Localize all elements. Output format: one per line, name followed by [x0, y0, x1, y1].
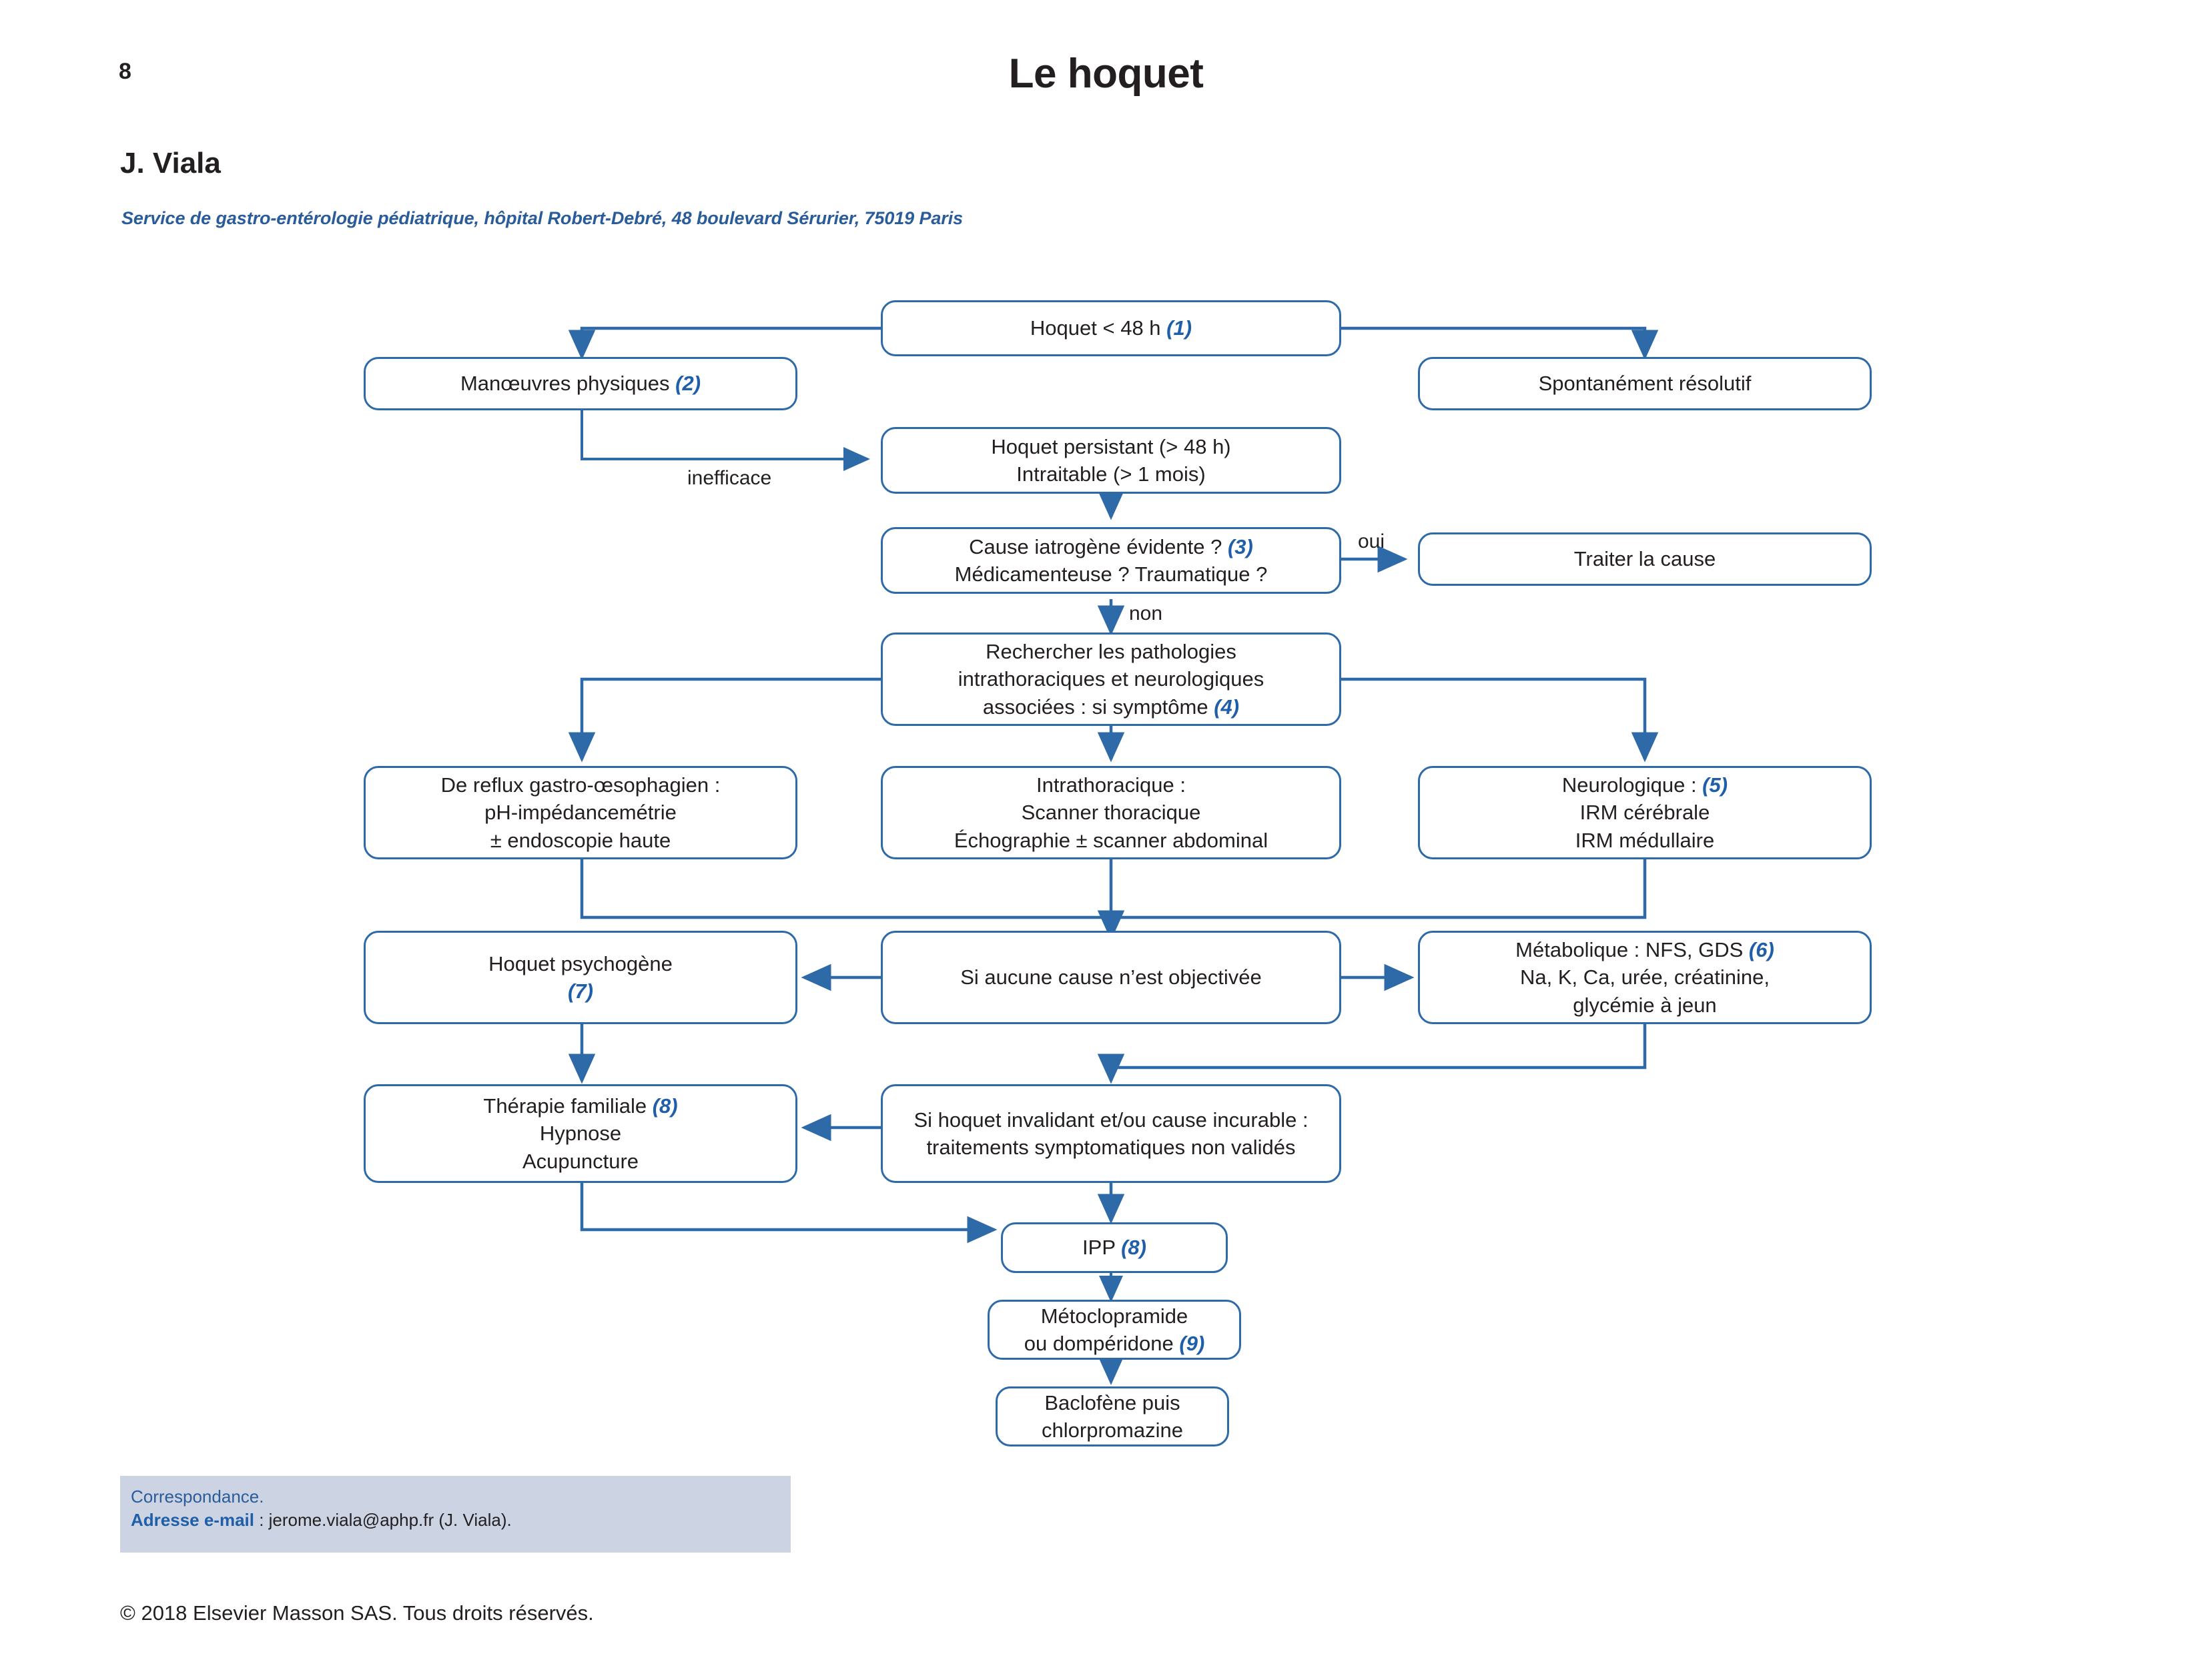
node-psychogene-text: Hoquet psychogène [488, 951, 673, 975]
edge-label-non: non [1129, 602, 1163, 625]
node-rechercher-ref: (4) [1214, 695, 1240, 719]
node-manoeuvres-ref: (2) [675, 372, 701, 396]
node-metabolique-text2: Na, K, Ca, urée, créatinine, glycémie à … [1520, 965, 1770, 1017]
copyright-notice: © 2018 Elsevier Masson SAS. Tous droits … [120, 1601, 594, 1625]
node-manoeuvres-physiques[interactable]: Manœuvres physiques (2) [364, 357, 797, 410]
node-hoquet-48h-text: Hoquet < 48 h [1030, 316, 1167, 340]
email-value[interactable]: jerome.viala@aphp.fr (J. Viala). [268, 1510, 512, 1531]
node-neurologique-text: Neurologique : [1561, 773, 1703, 797]
email-separator: : [254, 1510, 269, 1531]
node-metoclopramide-text: Métoclopramide ou dompéridone [1024, 1304, 1188, 1355]
node-reflux-gastro-oesophagien[interactable]: De reflux gastro-œsophagien : pH-impédan… [364, 766, 797, 859]
node-metoclopramide-ref: (9) [1179, 1332, 1205, 1355]
node-intrathoracique-text: Intrathoracique : Scanner thoracique Éch… [954, 773, 1268, 852]
node-hoquet-48h-ref: (1) [1166, 316, 1192, 340]
edge-label-oui: oui [1358, 530, 1385, 552]
node-therapie-familiale[interactable]: Thérapie familiale (8) Hypnose Acupunctu… [364, 1084, 797, 1183]
node-rechercher-text: Rechercher les pathologies intrathoraciq… [958, 640, 1264, 719]
node-ipp[interactable]: IPP (8) [1001, 1222, 1228, 1273]
node-metabolique[interactable]: Métabolique : NFS, GDS (6) Na, K, Ca, ur… [1418, 931, 1872, 1024]
node-baclofene[interactable]: Baclofène puis chlorpromazine [996, 1386, 1229, 1446]
node-iatrogene-text: Cause iatrogène évidente ? [969, 534, 1228, 558]
node-metoclopramide[interactable]: Métoclopramide ou dompéridone (9) [988, 1300, 1241, 1360]
node-intrathoracique[interactable]: Intrathoracique : Scanner thoracique Éch… [881, 766, 1341, 859]
node-traiter-la-cause[interactable]: Traiter la cause [1418, 532, 1872, 586]
node-neurologique[interactable]: Neurologique : (5) IRM cérébrale IRM méd… [1418, 766, 1872, 859]
correspondence-email-line: Adresse e-mail : jerome.viala@aphp.fr (J… [131, 1509, 780, 1532]
node-psychogene-ref: (7) [568, 979, 593, 1003]
node-metabolique-text: Métabolique : NFS, GDS [1515, 938, 1749, 962]
node-therapie-ref: (8) [652, 1094, 678, 1118]
node-neurologique-text2: IRM cérébrale IRM médullaire [1575, 801, 1715, 852]
node-baclofene-text: Baclofène puis chlorpromazine [1042, 1390, 1183, 1442]
node-hoquet-persistant[interactable]: Hoquet persistant (> 48 h) Intraitable (… [881, 427, 1341, 494]
page-number: 8 [119, 59, 132, 84]
email-label: Adresse e-mail [131, 1510, 254, 1531]
node-metabolique-ref: (6) [1748, 938, 1774, 962]
node-ipp-ref: (8) [1121, 1236, 1146, 1260]
node-invalidant-text: Si hoquet invalidant et/ou cause incurab… [913, 1108, 1309, 1159]
node-rechercher-pathologies[interactable]: Rechercher les pathologies intrathoraciq… [881, 633, 1341, 726]
node-iatrogene-ref: (3) [1227, 534, 1253, 558]
node-spontanement-resolutif[interactable]: Spontanément résolutif [1418, 357, 1872, 410]
node-neurologique-ref: (5) [1702, 773, 1728, 797]
node-manoeuvres-text: Manœuvres physiques [460, 372, 676, 396]
node-hoquet-invalidant[interactable]: Si hoquet invalidant et/ou cause incurab… [881, 1084, 1341, 1183]
node-therapie-text2: Hypnose Acupuncture [522, 1122, 639, 1173]
correspondence-block: Correspondance. Adresse e-mail : jerome.… [120, 1476, 791, 1553]
node-persistant-text: Hoquet persistant (> 48 h) Intraitable (… [991, 434, 1231, 486]
node-aucune-cause[interactable]: Si aucune cause n’est objectivée [881, 931, 1341, 1024]
node-hoquet-psychogene[interactable]: Hoquet psychogène (7) [364, 931, 797, 1024]
node-therapie-text: Thérapie familiale [483, 1094, 653, 1118]
node-hoquet-48h[interactable]: Hoquet < 48 h (1) [881, 300, 1341, 356]
edge-label-inefficace: inefficace [687, 467, 772, 489]
node-spontane-text: Spontanément résolutif [1538, 372, 1752, 396]
node-traiter-text: Traiter la cause [1573, 547, 1716, 571]
node-reflux-text: De reflux gastro-œsophagien : pH-impédan… [440, 773, 721, 852]
correspondence-title: Correspondance. [131, 1487, 264, 1507]
node-ipp-text: IPP [1082, 1236, 1122, 1260]
author-name: J. Viala [120, 147, 221, 179]
node-cause-iatrogene[interactable]: Cause iatrogène évidente ? (3) Médicamen… [881, 527, 1341, 594]
author-affiliation: Service de gastro-entérologie pédiatriqu… [121, 208, 964, 228]
node-iatrogene-text2: Médicamenteuse ? Traumatique ? [954, 562, 1268, 586]
page-title: Le hoquet [1008, 51, 1204, 97]
node-aucune-cause-text: Si aucune cause n’est objectivée [960, 965, 1262, 989]
